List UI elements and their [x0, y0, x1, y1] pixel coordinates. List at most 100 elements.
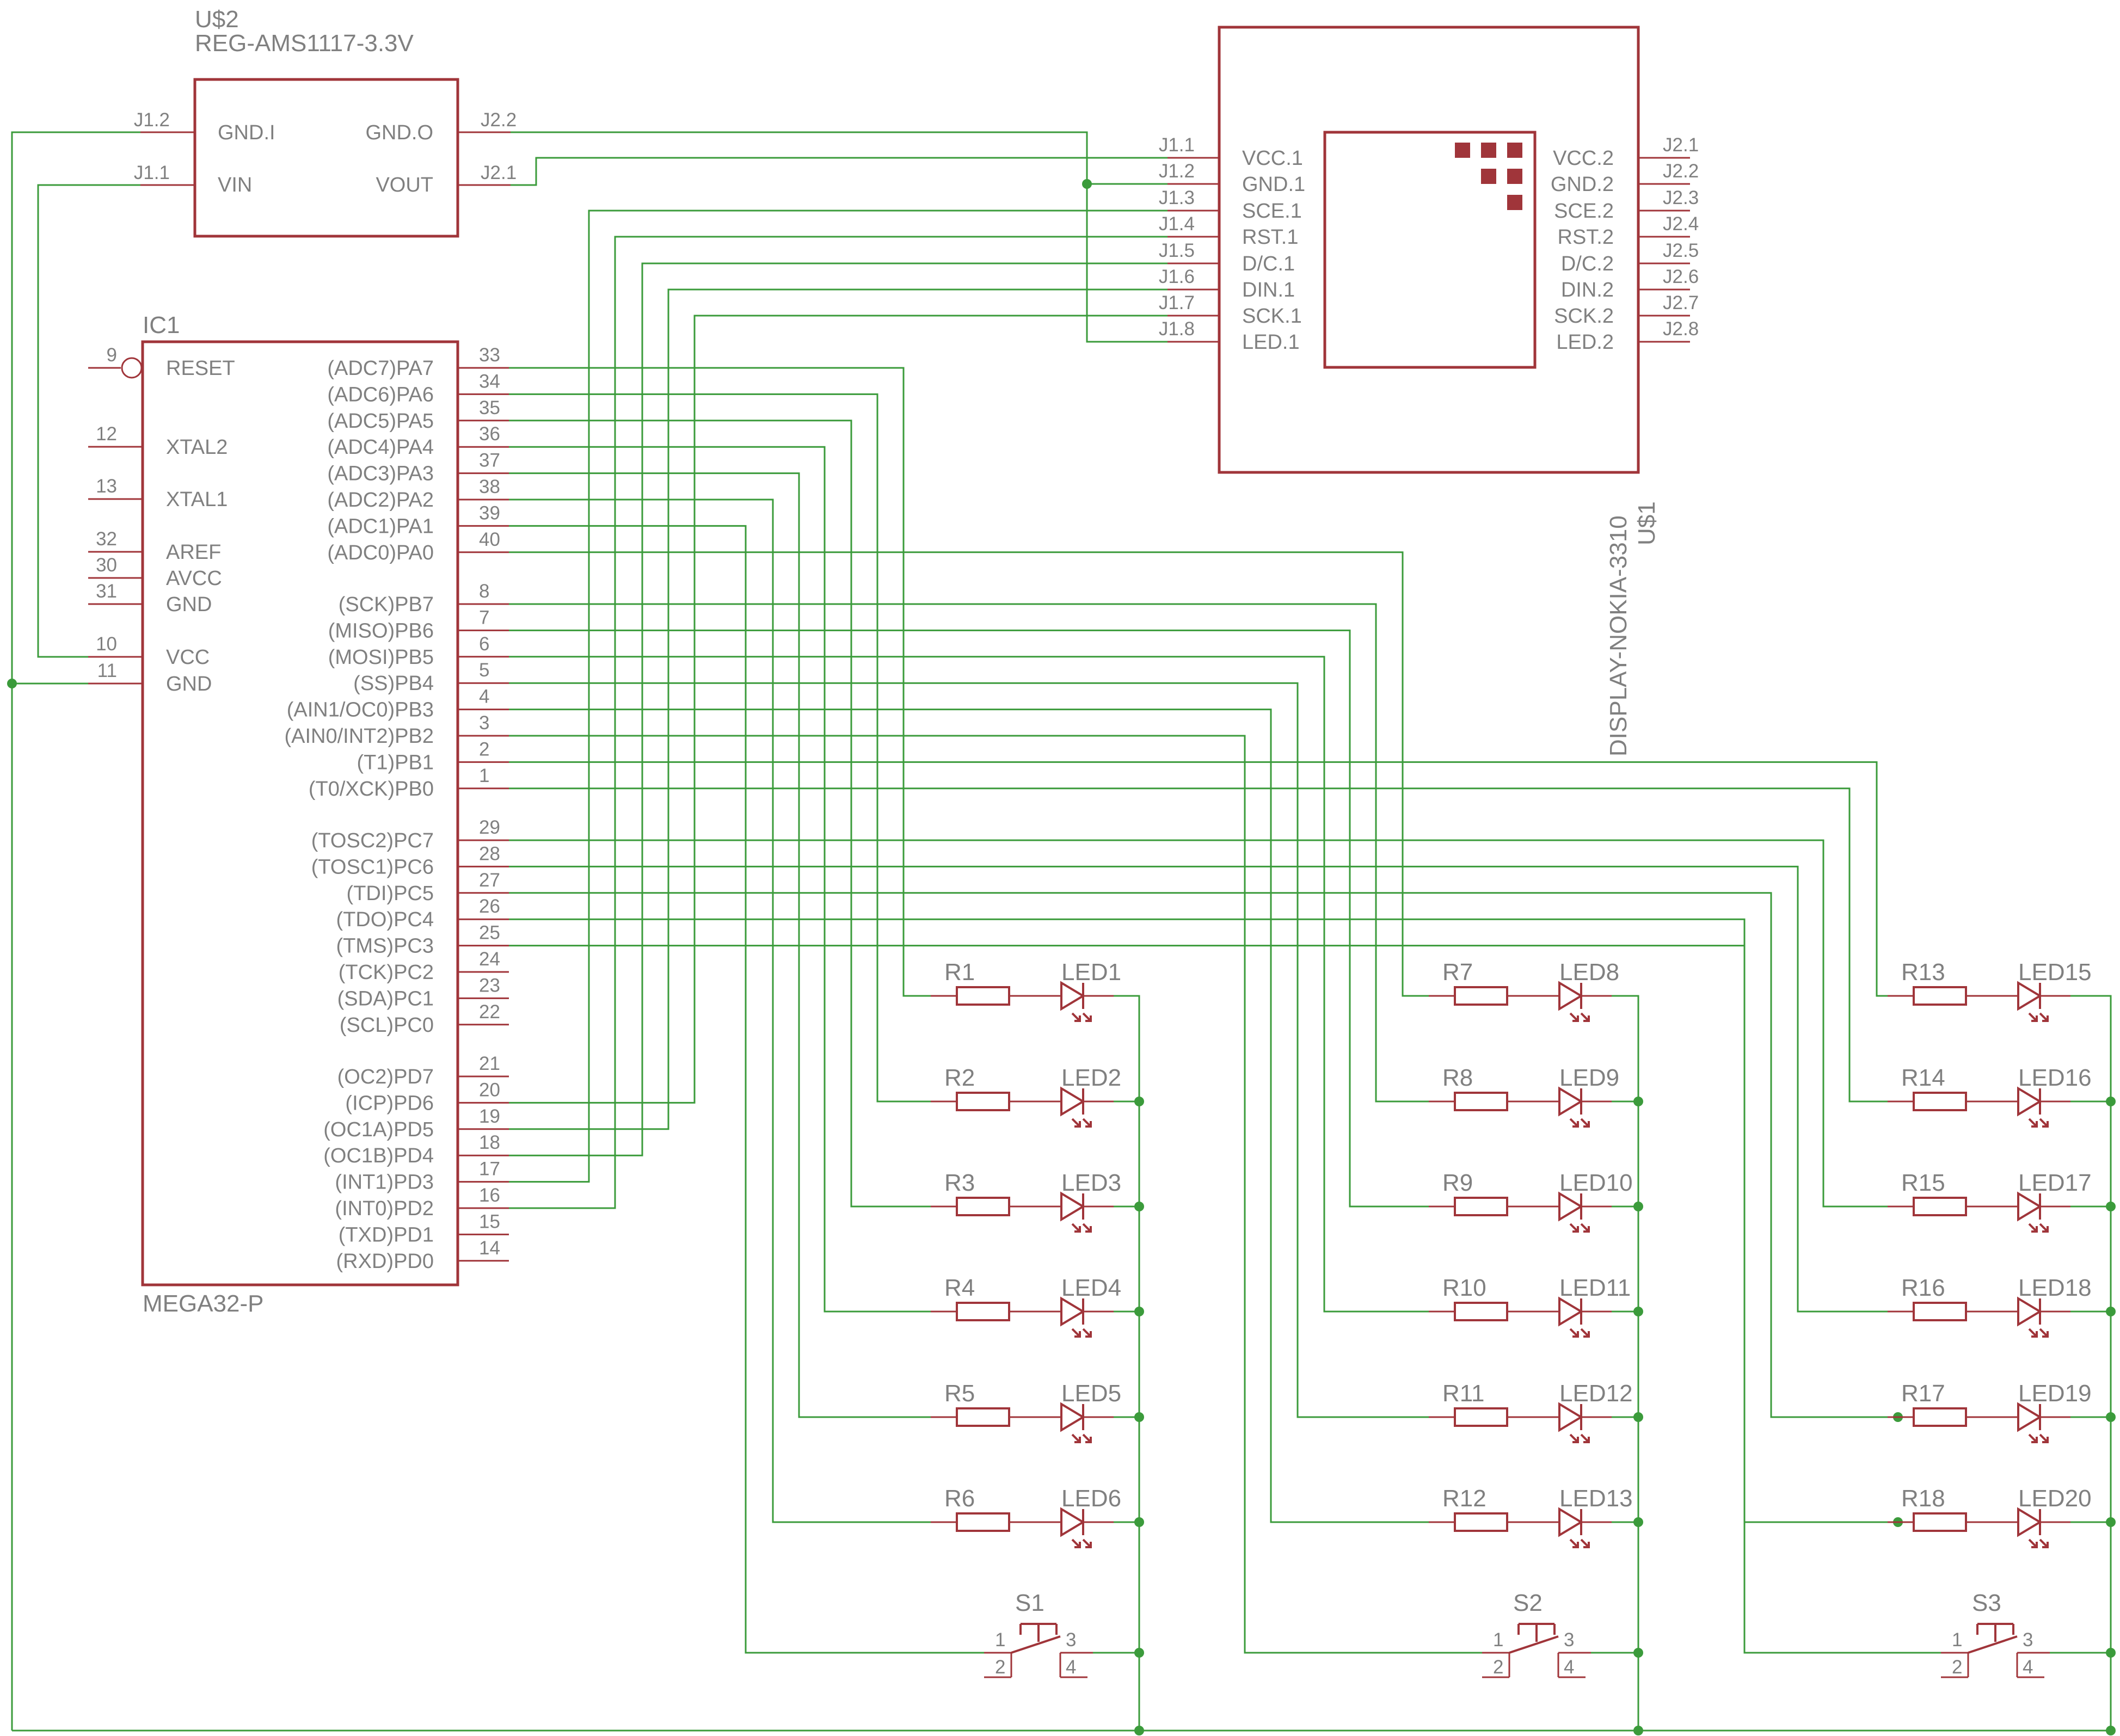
led-arrow [1569, 1433, 1579, 1443]
led-arrow [1569, 1328, 1579, 1338]
mcu-pin-num: 23 [479, 975, 500, 996]
switch-label: S1 [1015, 1590, 1044, 1616]
mcu-value: MEGA32-P [143, 1290, 264, 1317]
labels: U$2REG-AMS1117-3.3VGND.IVINGND.OVOUTJ1.2… [96, 6, 2091, 1678]
mcu-pin-num: 30 [96, 555, 117, 576]
vin-to-vcc [37, 184, 140, 658]
resistor-label: R5 [944, 1380, 975, 1407]
led-label: LED12 [1559, 1380, 1633, 1407]
mcu-pin-name: (ADC0)PA0 [327, 541, 434, 564]
mcu-pin-num: 14 [479, 1238, 500, 1259]
led-triangle [1558, 1191, 1583, 1222]
mcu-pin-num: 10 [96, 633, 117, 655]
mcu-pin-num: 18 [479, 1132, 500, 1153]
mcu-pin-name: AREF [166, 541, 221, 564]
led-column-bus [1114, 995, 1140, 1731]
led-label: LED17 [2018, 1169, 2092, 1196]
resistor-label: R6 [944, 1485, 975, 1512]
mcu-pin-name: (TXD)PD1 [339, 1223, 434, 1246]
mcu-pin-name: (ADC7)PA7 [327, 357, 434, 380]
junction-dot [1134, 1307, 1144, 1316]
regulator-pin-vin: VIN [218, 174, 252, 196]
mcu-pin-name: (ICP)PD6 [345, 1092, 434, 1115]
led-arrow [1569, 1012, 1579, 1022]
junction-dot [1633, 1648, 1643, 1658]
led-label: LED9 [1559, 1064, 1619, 1091]
led-arrow [1569, 1223, 1579, 1233]
mcu-pin-num: 13 [96, 476, 117, 497]
resistor-label: R15 [1901, 1169, 1945, 1196]
display-pin-name: DIN.1 [1242, 279, 1295, 301]
led-label: LED8 [1559, 959, 1619, 986]
mcu-pin-name: VCC [166, 646, 210, 669]
display-pin-name: SCK.1 [1242, 305, 1302, 328]
led-arrow [2039, 1433, 2049, 1443]
mcu-pin-name: (ADC5)PA5 [327, 410, 434, 433]
mcu-pin-num: 5 [479, 660, 489, 681]
resistor-body [956, 1197, 1010, 1216]
led-triangle [1060, 1402, 1085, 1432]
junction-dot [1633, 1307, 1643, 1316]
display-pin-name: SCK.2 [1554, 305, 1614, 328]
led-arrow [1071, 1012, 1081, 1022]
mcu-pin-num: 39 [479, 502, 500, 524]
display-net: J2.4 [1663, 213, 1699, 235]
led-arrow [2039, 1223, 2049, 1233]
junction-dot [1134, 1097, 1144, 1106]
mcu-pin-name: (T0/XCK)PB0 [309, 778, 434, 801]
mcu-pin-num: 16 [479, 1185, 500, 1206]
junction-dot [2106, 1412, 2116, 1422]
led-triangle [1060, 1296, 1085, 1327]
led-arrow [1580, 1328, 1590, 1338]
led-label: LED10 [1559, 1169, 1633, 1196]
regulator-value: REG-AMS1117-3.3V [195, 30, 414, 57]
display-pin-name: RST.1 [1242, 226, 1298, 249]
resistor-body [1454, 1512, 1508, 1532]
led-column-bus [1612, 995, 1639, 1731]
led-triangle [2017, 1191, 2042, 1222]
mcu-pin-name: (SDA)PC1 [337, 987, 434, 1010]
display-pin-name: GND.1 [1242, 173, 1305, 196]
display-pin-name: LED.1 [1242, 331, 1300, 354]
mcu-pin-num: 27 [479, 870, 500, 891]
junction-dot [1134, 1412, 1144, 1422]
mcu-pin-num: 34 [479, 371, 500, 392]
display-value: DISPLAY-NOKIA-3310 [1605, 515, 1632, 756]
display-logo-square [1507, 169, 1522, 184]
led-arrow [2028, 1118, 2038, 1128]
resistor-body [1913, 1512, 1967, 1532]
mcu-pin-num: 40 [479, 529, 500, 550]
led-arrow [1569, 1538, 1579, 1548]
led-triangle [1558, 1086, 1583, 1117]
mcu-pin-name: XTAL1 [166, 488, 228, 511]
mcu-pin-name: (AIN0/INT2)PB2 [284, 725, 434, 748]
junction-dot [7, 679, 17, 688]
mcu-pin-name: (ADC4)PA4 [327, 436, 434, 459]
display-pin-name: VCC.2 [1553, 147, 1614, 170]
resistor-label: R14 [1901, 1064, 1945, 1091]
mcu-pin-name: (MOSI)PB5 [328, 646, 434, 669]
led-label: LED6 [1061, 1485, 1121, 1512]
display-pin-name: DIN.2 [1561, 279, 1614, 301]
switch-pin-num: 1 [1493, 1629, 1503, 1651]
resistor-body [956, 1512, 1010, 1532]
porta-to-led [509, 393, 931, 1103]
mcu-pin-num: 24 [479, 949, 500, 970]
mcu-pin-num: 15 [479, 1211, 500, 1232]
mcu-pin-num: 8 [479, 581, 489, 602]
junction-dot [2106, 1202, 2116, 1211]
switch-pin-num: 3 [1564, 1629, 1574, 1651]
led-label: LED16 [2018, 1064, 2092, 1091]
resistor-label: R10 [1442, 1275, 1486, 1301]
led-label: LED2 [1061, 1064, 1121, 1091]
mcu-pin-name: (OC1A)PD5 [323, 1118, 434, 1141]
junction-dot [1633, 1097, 1643, 1106]
resistor-label: R9 [1442, 1169, 1473, 1196]
resistor-label: R3 [944, 1169, 975, 1196]
display-net: J1.1 [1159, 134, 1195, 156]
junction-dot [1082, 179, 1092, 189]
resistor-body [1454, 986, 1508, 1006]
mcu-pin-num: 35 [479, 397, 500, 418]
switch-label: S3 [1972, 1590, 2001, 1616]
